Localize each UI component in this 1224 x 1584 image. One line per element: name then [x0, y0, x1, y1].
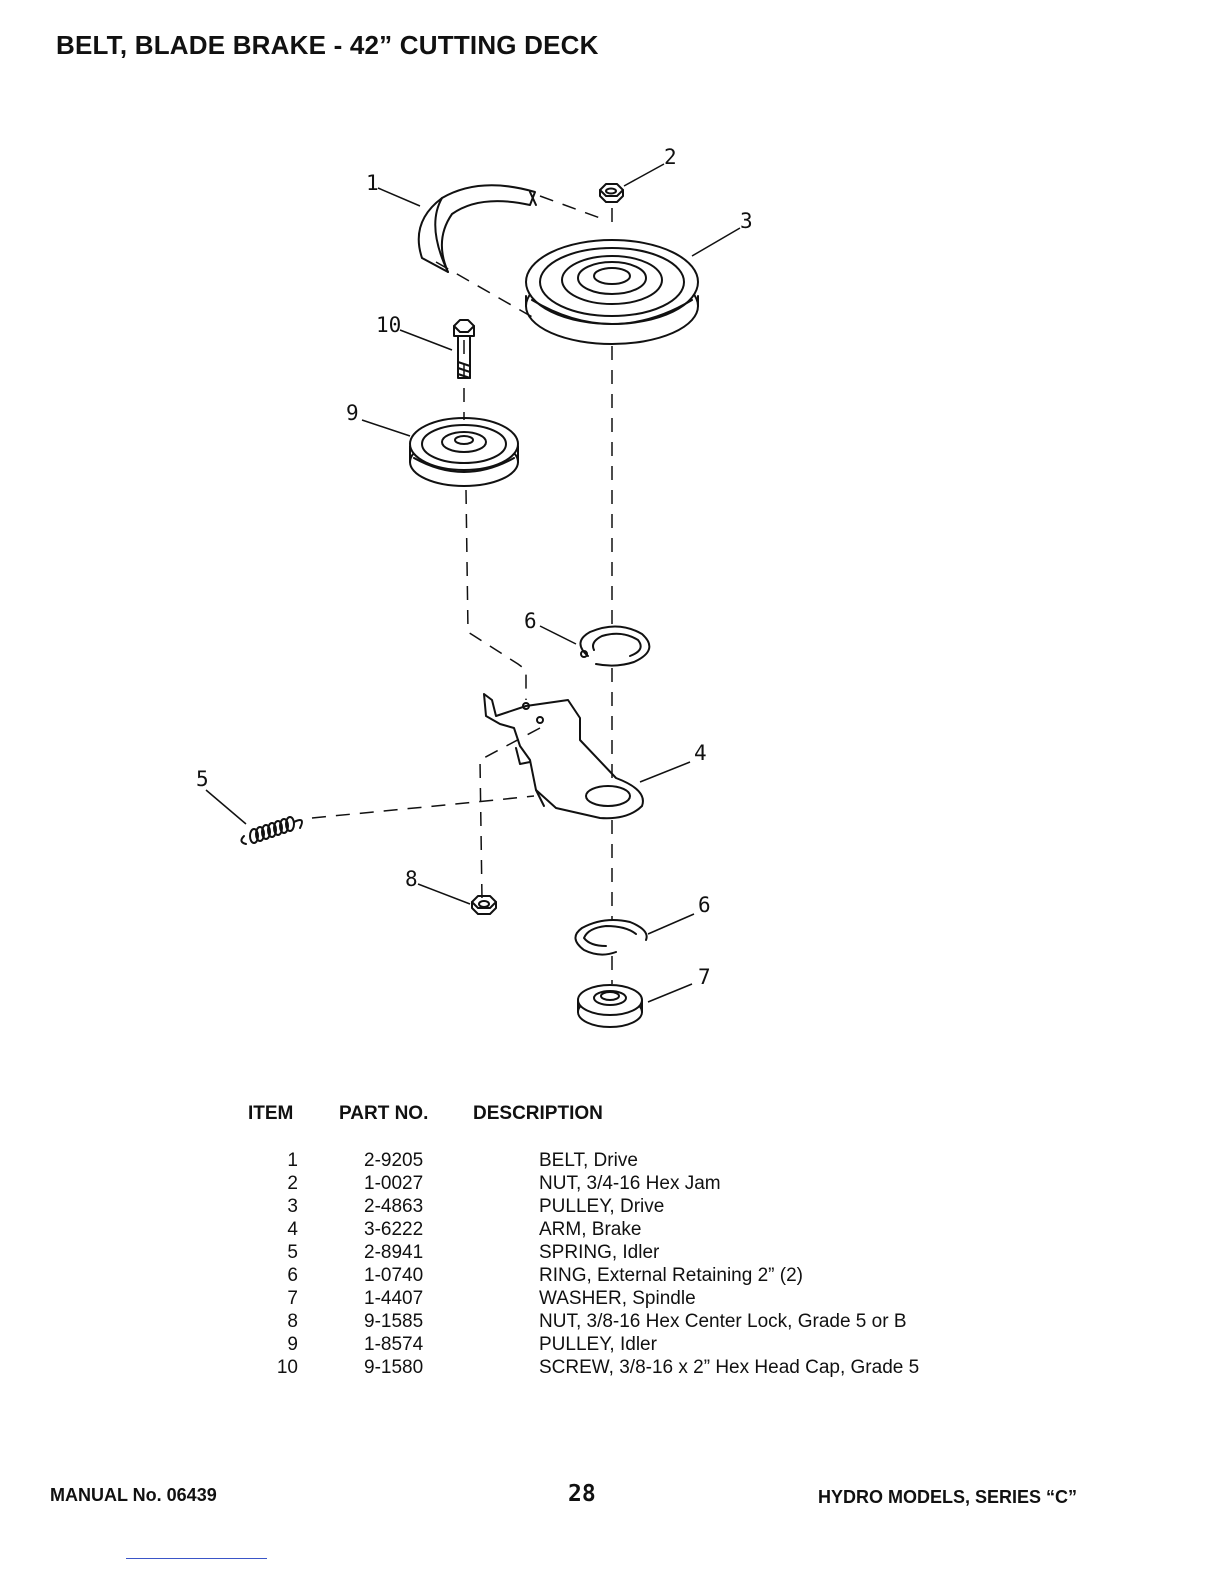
item-number: 6 [287, 1265, 298, 1286]
table-row: 3 2-4863 PULLEY, Drive [250, 1195, 919, 1218]
table-row: 8 9-1585 NUT, 3/8-16 Hex Center Lock, Gr… [250, 1310, 919, 1333]
belt-drive-part [417, 184, 537, 273]
callout-6-upper: 6 [524, 609, 537, 633]
retaining-ring-lower-part [574, 919, 648, 956]
table-row: 10 9-1580 SCREW, 3/8-16 x 2” Hex Head Ca… [250, 1356, 919, 1379]
item-number: 1 [287, 1150, 298, 1171]
page-title: BELT, BLADE BRAKE - 42” CUTTING DECK [56, 30, 599, 60]
item-number: 10 [276, 1357, 298, 1378]
item-number: 3 [287, 1196, 298, 1217]
callout-5: 5 [196, 767, 209, 791]
part-number: 2-4863 [364, 1196, 424, 1217]
table-row: 9 1-8574 PULLEY, Idler [250, 1333, 919, 1356]
drive-pulley-part [525, 239, 699, 345]
assembly-lines [311, 195, 613, 984]
divider-line [126, 1558, 267, 1559]
part-number: 2-9205 [364, 1150, 424, 1171]
table-row: 5 2-8941 SPRING, Idler [250, 1241, 919, 1264]
part-number: 3-6222 [364, 1219, 424, 1240]
page-number: 28 [568, 1481, 596, 1507]
table-row: 7 1-4407 WASHER, Spindle [250, 1287, 919, 1310]
manual-number: MANUAL No. 06439 [50, 1485, 217, 1505]
column-header-part-no: PART NO. [339, 1103, 429, 1124]
part-number: 1-8574 [364, 1334, 424, 1355]
idler-pulley-part [409, 417, 519, 487]
table-row: 2 1-0027 NUT, 3/4-16 Hex Jam [250, 1172, 919, 1195]
callout-10: 10 [376, 313, 401, 337]
part-number: 9-1585 [364, 1311, 424, 1332]
retaining-ring-upper-part [579, 625, 651, 667]
part-number: 1-0027 [364, 1173, 424, 1194]
part-number: 2-8941 [364, 1242, 424, 1263]
callout-4: 4 [694, 741, 707, 765]
leader-lines [205, 163, 741, 1003]
callout-3: 3 [740, 209, 753, 233]
item-number: 5 [287, 1242, 298, 1263]
parts-list-table: 1 2-9205 BELT, Drive 2 1-0027 NUT, 3/4-1… [250, 1149, 919, 1379]
part-number: 1-4407 [364, 1288, 424, 1309]
part-description: RING, External Retaining 2” (2) [539, 1265, 803, 1286]
brake-arm-part [483, 693, 644, 820]
models-series: HYDRO MODELS, SERIES “C” [818, 1487, 1078, 1507]
item-number: 7 [287, 1288, 298, 1309]
column-header-description: DESCRIPTION [473, 1103, 603, 1124]
callout-2: 2 [664, 145, 677, 169]
item-number: 4 [287, 1219, 298, 1240]
part-description: SPRING, Idler [539, 1242, 660, 1263]
callout-8: 8 [405, 867, 418, 891]
table-row: 6 1-0740 RING, External Retaining 2” (2) [250, 1264, 919, 1287]
center-lock-nut-part [471, 895, 497, 915]
part-description: PULLEY, Drive [539, 1196, 665, 1217]
part-number: 9-1580 [364, 1357, 424, 1378]
part-description: NUT, 3/8-16 Hex Center Lock, Grade 5 or … [539, 1311, 907, 1332]
callout-6-lower: 6 [698, 893, 711, 917]
callout-9: 9 [346, 401, 359, 425]
item-number: 8 [287, 1311, 298, 1332]
part-description: WASHER, Spindle [539, 1288, 696, 1309]
part-description: ARM, Brake [539, 1219, 642, 1240]
part-description: NUT, 3/4-16 Hex Jam [539, 1173, 721, 1194]
table-row: 4 3-6222 ARM, Brake [250, 1218, 919, 1241]
part-description: PULLEY, Idler [539, 1334, 657, 1355]
exploded-parts-diagram: 1 2 3 4 5 6 6 7 8 9 10 [196, 145, 753, 1028]
table-row: 1 2-9205 BELT, Drive [250, 1149, 919, 1172]
item-number: 9 [287, 1334, 298, 1355]
callout-labels: 1 2 3 4 5 6 6 7 8 9 10 [196, 145, 753, 989]
hex-jam-nut-part [599, 183, 624, 203]
part-number: 1-0740 [364, 1265, 424, 1286]
part-description: BELT, Drive [539, 1150, 638, 1171]
idler-spring-part [240, 816, 303, 845]
part-description: SCREW, 3/8-16 x 2” Hex Head Cap, Grade 5 [539, 1357, 920, 1378]
callout-7: 7 [698, 965, 711, 989]
spindle-washer-part [577, 984, 643, 1028]
callout-1: 1 [366, 171, 379, 195]
column-header-item: ITEM [248, 1103, 294, 1124]
item-number: 2 [287, 1173, 298, 1194]
